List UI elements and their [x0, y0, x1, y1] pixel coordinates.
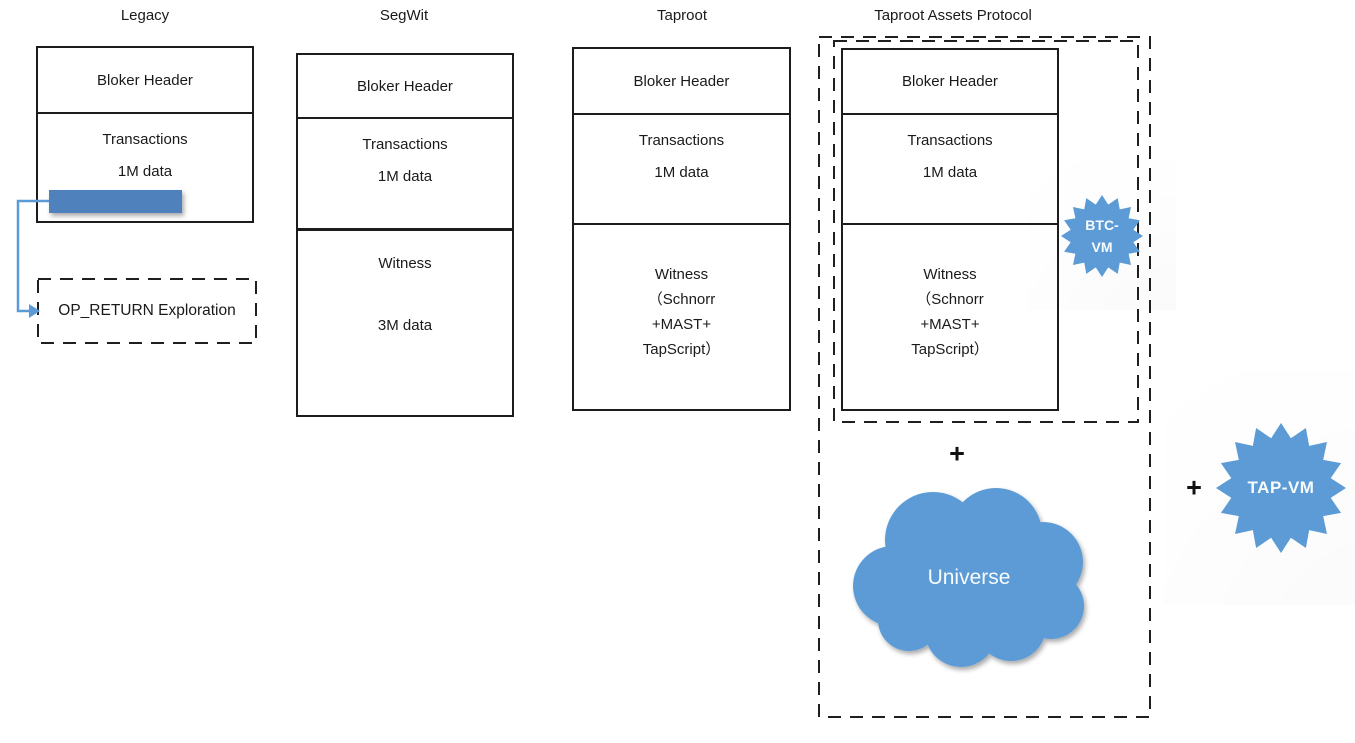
witness-label: Witness: [654, 266, 709, 283]
transactions-label: Transactions: [638, 132, 725, 149]
segwit-transactions-section: Transactions 1M data: [298, 117, 512, 228]
segwit-block-header: Bloker Header: [298, 55, 512, 117]
taproot-assets-transactions-section: Transactions 1M data: [843, 113, 1057, 223]
segwit-witness-section: Witness 3M data: [298, 228, 512, 415]
witness-size-label: 3M data: [377, 317, 433, 334]
block-header-label: Bloker Header: [902, 73, 998, 90]
transactions-size-label: 1M data: [377, 168, 433, 185]
legacy-block: Bloker Header Transactions 1M data: [36, 46, 254, 223]
taproot-block-header: Bloker Header: [574, 49, 789, 113]
transactions-label: Transactions: [102, 131, 188, 148]
witness-label: Witness: [923, 266, 977, 283]
btc-vm-label-line1: BTC-: [1085, 217, 1119, 233]
universe-label: Universe: [927, 566, 1011, 589]
legacy-transactions-section: Transactions 1M data: [38, 112, 252, 221]
witness-detail-line: （Schnorr: [647, 291, 716, 308]
plus-tapvm-operator: +: [1186, 472, 1202, 503]
op-return-label: OP_RETURN Exploration: [58, 302, 236, 319]
legacy-block-header: Bloker Header: [38, 48, 252, 112]
taproot-assets-witness-section: Witness （Schnorr +MAST+ TapScript）: [843, 223, 1057, 409]
transactions-label: Transactions: [907, 132, 993, 149]
block-header-label: Bloker Header: [633, 72, 730, 90]
witness-detail-line: TapScript）: [911, 341, 989, 358]
op-return-box: OP_RETURN Exploration: [38, 279, 256, 343]
column-title-legacy: Legacy: [120, 7, 170, 24]
block-header-label: Bloker Header: [357, 77, 453, 95]
witness-label: Witness: [378, 255, 432, 272]
block-header-label: Bloker Header: [97, 71, 193, 89]
btc-vm-label-line2: VM: [1091, 239, 1113, 255]
plus-universe-operator: +: [949, 438, 965, 469]
transactions-label: Transactions: [362, 136, 448, 153]
taproot-assets-block-header: Bloker Header: [843, 50, 1057, 113]
column-title-segwit: SegWit: [379, 7, 429, 24]
taproot-assets-block: Bloker Header Transactions 1M data Witne…: [841, 48, 1059, 411]
column-title-taproot-assets: Taproot Assets Protocol: [874, 7, 1032, 24]
btc-vm-label: BTC- VM: [1085, 214, 1118, 258]
taproot-block: Bloker Header Transactions 1M data Witne…: [572, 47, 791, 411]
transactions-size-label: 1M data: [654, 164, 709, 181]
witness-detail-line: +MAST+: [920, 316, 980, 333]
segwit-block: Bloker Header Transactions 1M data Witne…: [296, 53, 514, 417]
transactions-size-label: 1M data: [922, 164, 978, 181]
witness-detail-line: +MAST+: [651, 316, 712, 333]
taproot-transactions-section: Transactions 1M data: [574, 113, 789, 223]
tap-vm-label: TAP-VM: [1247, 478, 1315, 497]
column-title-taproot: Taproot: [656, 7, 708, 24]
transactions-size-label: 1M data: [117, 163, 173, 180]
taproot-witness-section: Witness （Schnorr +MAST+ TapScript）: [574, 223, 789, 409]
witness-detail-line: TapScript）: [642, 341, 721, 358]
witness-detail-line: （Schnorr: [916, 291, 984, 308]
